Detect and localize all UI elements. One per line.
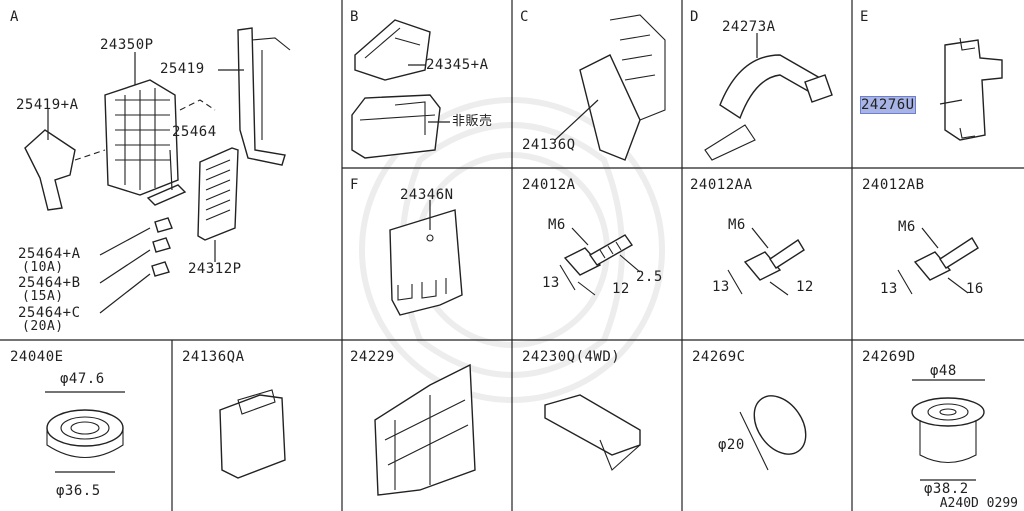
- label-16-ab: 16: [966, 281, 984, 297]
- part-cover-24312P: [197, 147, 239, 262]
- label-24276U: 24276U: [860, 96, 916, 114]
- diagram-code: A240D 0299: [939, 496, 1018, 511]
- label-25419a: 25419+A: [16, 97, 79, 113]
- part-grommet-24040E: [45, 391, 125, 473]
- title-24230Q: 24230Q(4WD): [522, 349, 621, 365]
- label-13-ab: 13: [880, 281, 898, 297]
- cell-c-letter: C: [520, 9, 529, 25]
- title-24269D: 24269D: [862, 349, 916, 365]
- part-bracket-24346N: [389, 200, 463, 316]
- part-bracket-24276U: [939, 37, 1003, 141]
- part-bracket-25419: [218, 27, 291, 166]
- label-24136Q: 24136Q: [522, 137, 576, 153]
- cell-e-letter: E: [860, 9, 869, 25]
- label-m6-ab: M6: [898, 219, 916, 235]
- label-25419: 25419: [160, 61, 205, 77]
- title-24012A: 24012A: [522, 177, 576, 193]
- title-24269C: 24269C: [692, 349, 746, 365]
- part-fuse-puller-25464: [146, 149, 187, 206]
- label-12-a: 12: [612, 281, 630, 297]
- label-phi-47-6: φ47.6: [60, 371, 105, 387]
- label-25464b: 25464+B: [18, 275, 81, 291]
- label-10a: (10A): [22, 260, 64, 275]
- part-bolt-24012A: [559, 227, 641, 296]
- part-fuses-25464: [99, 217, 173, 314]
- label-phi-36-5: φ36.5: [56, 483, 101, 499]
- label-12-aa: 12: [796, 279, 814, 295]
- label-phi-38-2: φ38.2: [924, 481, 969, 497]
- title-24012AB: 24012AB: [862, 177, 925, 193]
- part-cap-24136QA: [219, 389, 286, 479]
- part-protector-24273A: [704, 33, 833, 161]
- part-bolt-24012AB: [897, 227, 979, 295]
- part-grommet-24269D: [911, 379, 985, 481]
- label-24273A: 24273A: [722, 19, 776, 35]
- title-24040E: 24040E: [10, 349, 64, 365]
- part-bracket-24230Q: [544, 394, 641, 471]
- highlighted-part-number[interactable]: 24276U: [860, 96, 916, 114]
- label-24345a: 24345+A: [426, 57, 489, 73]
- label-13-aa: 13: [712, 279, 730, 295]
- part-bracket-24229: [374, 363, 476, 496]
- label-25464c: 25464+C: [18, 305, 81, 321]
- label-m6-aa: M6: [728, 217, 746, 233]
- cell-a-letter: A: [10, 9, 19, 25]
- label-24350P: 24350P: [100, 37, 154, 53]
- cell-b-letter: B: [350, 9, 359, 25]
- cell-d-letter: D: [690, 9, 699, 25]
- part-box-24345a: [354, 19, 431, 81]
- part-bolt-24012AA: [727, 227, 805, 296]
- label-25464a: 25464+A: [18, 246, 81, 262]
- title-24136QA: 24136QA: [182, 349, 245, 365]
- part-plug-24269C: [739, 395, 807, 471]
- label-13-a: 13: [542, 275, 560, 291]
- label-24312P: 24312P: [188, 261, 242, 277]
- label-24346N: 24346N: [400, 187, 454, 203]
- label-m6-a: M6: [548, 217, 566, 233]
- label-20a: (20A): [22, 319, 64, 334]
- label-25464: 25464: [172, 124, 217, 140]
- part-bracket-25419a: [24, 99, 216, 211]
- label-phi-20: φ20: [718, 437, 745, 453]
- label-non-sale: 非販売: [452, 114, 493, 129]
- part-bracket-24136Q: [554, 14, 666, 161]
- label-2-5-a: 2.5: [636, 269, 663, 285]
- part-fuse-block-24350P: [104, 52, 179, 196]
- title-24012AA: 24012AA: [690, 177, 753, 193]
- part-box-non-sale: [351, 94, 450, 159]
- title-24229: 24229: [350, 349, 395, 365]
- cell-f-letter: F: [350, 177, 359, 193]
- label-15a: (15A): [22, 289, 64, 304]
- label-phi-48: φ48: [930, 363, 957, 379]
